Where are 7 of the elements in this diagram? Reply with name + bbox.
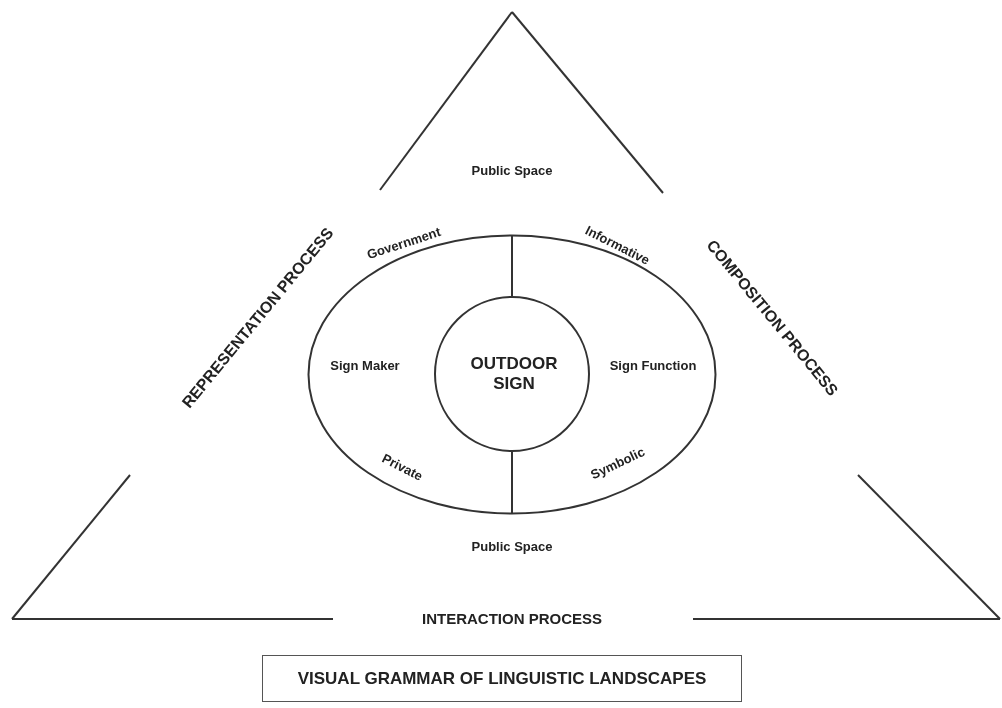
- category-label: Sign Function: [609, 358, 697, 374]
- region-label: Public Space: [471, 538, 553, 554]
- center-label: OUTDOOR SIGN: [469, 354, 559, 394]
- region-label: Public Space: [471, 162, 553, 178]
- category-label: Sign Maker: [330, 358, 400, 374]
- title-box: VISUAL GRAMMAR OF LINGUISTIC LANDSCAPES: [262, 655, 742, 702]
- process-label: INTERACTION PROCESS: [422, 609, 602, 627]
